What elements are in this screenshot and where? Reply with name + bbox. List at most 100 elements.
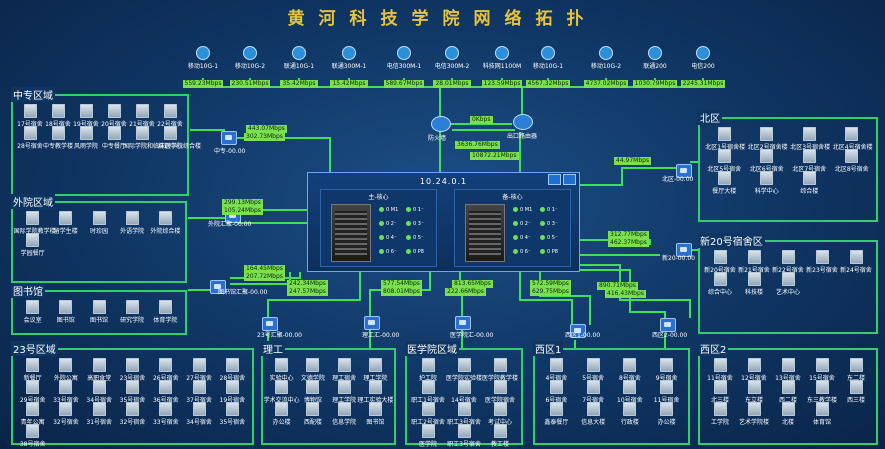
xin20-switch-icon[interactable]	[676, 243, 692, 257]
core-port[interactable]: 0 M1	[379, 206, 405, 215]
building[interactable]: 高职食堂	[80, 358, 118, 382]
building[interactable]: 东二楼	[837, 358, 875, 382]
building[interactable]: 国际学院教学楼	[14, 211, 56, 235]
firewall-icon[interactable]	[431, 116, 451, 132]
building[interactable]: 19号宿舍	[213, 380, 251, 404]
building[interactable]: 综合楼	[790, 171, 828, 195]
building[interactable]: 考试中心	[481, 402, 519, 426]
building[interactable]: 34号宿舍	[180, 402, 218, 426]
building[interactable]: 13号宿舍	[769, 358, 807, 382]
building[interactable]: 职工3号宿舍	[445, 424, 483, 448]
core-port[interactable]: 0 M1	[513, 206, 539, 215]
building[interactable]: 理工学院	[356, 358, 394, 382]
building[interactable]: 17号宿舍	[11, 104, 49, 128]
core-port[interactable]: 0 5⁻	[540, 234, 566, 243]
settings-icon[interactable]	[563, 174, 576, 185]
building[interactable]: 新23号宿舍	[803, 250, 841, 274]
core-port[interactable]: 0 2⁻	[379, 220, 405, 229]
building[interactable]: 西二楼	[769, 380, 807, 404]
building[interactable]: 12号宿舍	[735, 358, 773, 382]
building[interactable]: 新20号宿舍	[701, 250, 739, 274]
tushuguan-switch-icon[interactable]	[210, 280, 226, 294]
building[interactable]: 外院公寓	[47, 358, 85, 382]
building[interactable]: 科技楼	[735, 272, 773, 296]
building[interactable]: 中专教学楼	[39, 126, 77, 150]
building[interactable]: 体育馆	[803, 402, 841, 426]
building[interactable]: 鑫泰餐厅	[537, 402, 575, 426]
building[interactable]: 5号宿舍	[574, 358, 612, 382]
building[interactable]: 医学院宿舍	[481, 380, 519, 404]
building[interactable]: 风雨学院	[67, 126, 105, 150]
core-port[interactable]: 0 5⁻	[406, 234, 432, 243]
zhongzhuan-switch-icon[interactable]	[221, 131, 237, 145]
building[interactable]: 北区8号宿舍	[833, 149, 871, 173]
building[interactable]: 15号宿舍	[803, 358, 841, 382]
core-port[interactable]: 0 6⁻	[513, 248, 539, 257]
core-port[interactable]: 0 3⁻	[540, 220, 566, 229]
hui23-switch-icon[interactable]	[262, 317, 278, 331]
building[interactable]: 职工3号宿舍	[445, 402, 483, 426]
building[interactable]: 北楼	[769, 402, 807, 426]
building[interactable]: 33号宿舍	[147, 402, 185, 426]
building[interactable]: 西三楼	[837, 380, 875, 404]
core-port[interactable]: 0 P8	[540, 248, 566, 257]
building[interactable]: 外院综合楼	[146, 211, 184, 235]
building[interactable]: 新餐厅	[14, 358, 52, 382]
building[interactable]: 31号宿舍	[80, 402, 118, 426]
building[interactable]: 北区7号宿舍	[790, 149, 828, 173]
building[interactable]: 新24号宿舍	[837, 250, 875, 274]
building[interactable]: 东三教学楼	[803, 380, 841, 404]
building[interactable]: 34号宿舍	[80, 380, 118, 404]
building[interactable]: 文德学院	[294, 358, 332, 382]
building[interactable]: 4号宿舍	[537, 358, 575, 382]
core-port[interactable]: 0 1⁻	[540, 206, 566, 215]
building[interactable]: 29号宿舍	[14, 380, 52, 404]
building[interactable]: 35号宿舍	[114, 380, 152, 404]
building[interactable]: 37号宿舍	[180, 380, 218, 404]
building[interactable]: 23号宿舍	[114, 358, 152, 382]
building[interactable]: 26号宿舍	[147, 358, 185, 382]
ligong-switch-icon[interactable]	[364, 316, 380, 330]
building[interactable]: 11号宿舍	[648, 380, 686, 404]
building[interactable]: 19号宿舍	[67, 104, 105, 128]
building[interactable]: 北区3号宿舍楼	[790, 127, 830, 151]
building[interactable]: 办公楼	[648, 402, 686, 426]
building[interactable]: 职工1号宿舍	[409, 380, 447, 404]
building[interactable]: 学园餐厅	[14, 233, 52, 257]
building[interactable]: 实验中心	[263, 358, 301, 382]
building[interactable]: 22号宿舍	[151, 104, 189, 128]
building[interactable]: 32号宿舍	[114, 402, 152, 426]
building[interactable]: 33号宿舍	[47, 380, 85, 404]
building[interactable]: 新21号宿舍	[735, 250, 773, 274]
building[interactable]: 医学院教学楼	[481, 358, 519, 382]
core-port[interactable]: 0 1⁻	[406, 206, 432, 215]
building[interactable]: 餐厅大楼	[705, 171, 743, 195]
building[interactable]: 护工院	[409, 358, 447, 382]
core-port[interactable]: 0 4⁻	[379, 234, 405, 243]
building[interactable]: 办公楼	[263, 402, 301, 426]
yixue-switch-icon[interactable]	[455, 316, 471, 330]
building[interactable]: 培训中心	[151, 126, 189, 150]
building[interactable]: 35号宿舍	[213, 402, 251, 426]
building[interactable]: 图书馆	[356, 402, 394, 426]
building[interactable]: 会议室	[14, 300, 52, 324]
building[interactable]: 新22号宿舍	[769, 250, 807, 274]
building[interactable]: 综合中心	[701, 272, 739, 296]
building[interactable]: 北区5号宿舍	[705, 149, 743, 173]
building[interactable]: 艺术学院楼	[735, 402, 773, 426]
building[interactable]: 27号宿舍	[180, 358, 218, 382]
building[interactable]: 留学生楼	[47, 211, 85, 235]
xiqu1-switch-icon[interactable]	[570, 324, 586, 338]
building[interactable]: 研究学院	[113, 300, 151, 324]
building[interactable]: 信息学院	[325, 402, 363, 426]
building[interactable]: 7号宿舍	[574, 380, 612, 404]
